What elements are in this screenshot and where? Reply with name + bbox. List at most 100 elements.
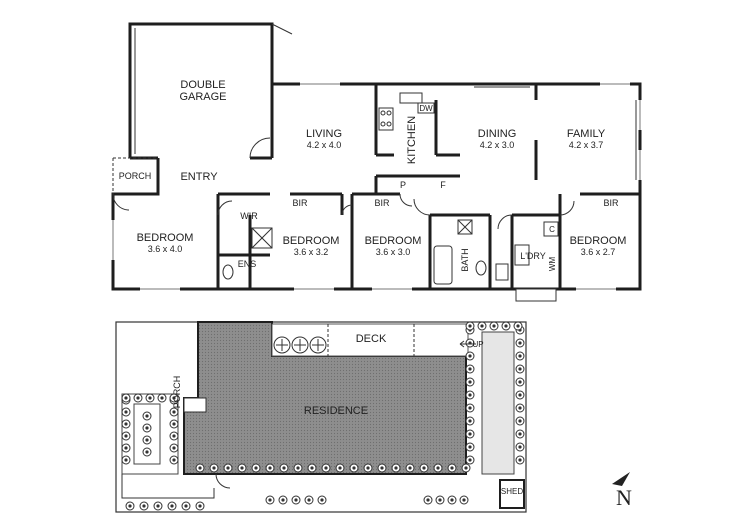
bath-fixtures	[433, 219, 487, 285]
shrub-marker-core	[394, 466, 398, 470]
shed-label: SHED	[501, 487, 523, 496]
shrub-marker-core	[464, 466, 468, 470]
living-label: LIVING	[306, 128, 342, 140]
shrub-marker-core	[366, 466, 370, 470]
bedroom1-label: BEDROOM	[137, 232, 194, 244]
shrub-marker-core	[148, 396, 152, 400]
shrub-marker-core	[468, 458, 472, 462]
shrub-marker-core	[518, 445, 522, 449]
door-swings	[112, 193, 575, 230]
shrub-marker-core	[145, 414, 149, 418]
bath-label: BATH	[460, 248, 470, 271]
shrub-marker-core	[124, 422, 128, 426]
shrub-marker-core	[468, 393, 472, 397]
shrub-marker-core	[172, 446, 176, 450]
shrub-marker-core	[128, 504, 132, 508]
shrub-marker-core	[352, 466, 356, 470]
shrub-marker-core	[518, 419, 522, 423]
dining-size: 4.2 x 3.0	[480, 140, 515, 150]
shrub-marker-core	[436, 466, 440, 470]
shrub-marker-core	[504, 324, 508, 328]
shrub-marker-core	[198, 466, 202, 470]
shrub-marker-core	[380, 466, 384, 470]
shrub-marker-core	[172, 434, 176, 438]
shrub-marker-core	[468, 354, 472, 358]
north-arrow: N	[612, 472, 632, 510]
shrub-marker-core	[170, 504, 174, 508]
shrub-marker-core	[124, 434, 128, 438]
bir-label-2: BIR	[374, 198, 390, 208]
shrub-marker-core	[518, 458, 522, 462]
shrub-marker-core	[281, 498, 285, 502]
shrub-marker-core	[124, 410, 128, 414]
site-porch	[183, 397, 207, 413]
deck-plants	[273, 336, 327, 354]
bedroom4-size: 3.6 x 2.7	[581, 247, 616, 257]
shrub-marker-core	[124, 446, 128, 450]
shrub-marker-core	[450, 498, 454, 502]
site-porch-label: PORCH	[172, 376, 182, 409]
shrub-marker-core	[518, 341, 522, 345]
shrub-marker-core	[160, 396, 164, 400]
shrub-marker-core	[307, 498, 311, 502]
dishwasher-label: DW	[419, 104, 433, 113]
site-shrubs	[121, 321, 525, 511]
kitchen-fixtures	[378, 92, 435, 131]
house-outline	[111, 82, 642, 291]
shrub-marker-core	[156, 504, 160, 508]
up-label: UP	[472, 340, 483, 349]
shrub-marker-core	[438, 498, 442, 502]
fridge-label: F	[440, 180, 446, 190]
family-size: 4.2 x 3.7	[569, 140, 604, 150]
shrub-marker-core	[172, 458, 176, 462]
kitchen-label: KITCHEN	[406, 116, 418, 164]
shrub-marker-core	[480, 324, 484, 328]
washing-machine-label: WM	[548, 257, 557, 272]
family-label: FAMILY	[567, 128, 606, 140]
bedroom2-size: 3.6 x 3.2	[294, 247, 329, 257]
bedroom4-label: BEDROOM	[570, 235, 627, 247]
shrub-marker-core	[136, 396, 140, 400]
shrub-marker-core	[422, 466, 426, 470]
shrub-marker-core	[268, 466, 272, 470]
site-plan: DECK UP PORCH RESIDENCE SHED	[115, 321, 527, 513]
garage-label-line2: GARAGE	[179, 91, 226, 103]
pantry-label: P	[400, 180, 406, 190]
shrub-marker-core	[518, 354, 522, 358]
ensuite-label: ENS	[238, 259, 257, 269]
shrub-marker-core	[426, 498, 430, 502]
bir-label-1: BIR	[292, 198, 308, 208]
entry-label: ENTRY	[180, 171, 218, 183]
shrub-marker-core	[268, 498, 272, 502]
shrub-marker-core	[518, 432, 522, 436]
bedroom1-size: 3.6 x 4.0	[148, 244, 183, 254]
shrub-marker-core	[172, 396, 176, 400]
shrub-marker-core	[240, 466, 244, 470]
shrub-marker-core	[296, 466, 300, 470]
shrub-marker-core	[172, 422, 176, 426]
ensuite-fixtures	[222, 227, 273, 280]
shrub-marker-core	[518, 406, 522, 410]
shrub-marker-core	[282, 466, 286, 470]
shrub-marker-core	[184, 504, 188, 508]
shrub-marker-core	[310, 466, 314, 470]
laundry-label: L'DRY	[520, 251, 546, 261]
cupboard-label: C	[549, 225, 555, 234]
laundry-fixtures	[495, 221, 559, 302]
site-boundary	[115, 321, 527, 513]
windows	[111, 82, 642, 291]
shrub-marker-core	[468, 445, 472, 449]
north-arrow-icon	[612, 472, 630, 486]
porch-label: PORCH	[119, 171, 152, 181]
shrub-marker-core	[124, 458, 128, 462]
shrub-marker-core	[518, 367, 522, 371]
dining-label: DINING	[478, 128, 517, 140]
shrub-marker-core	[254, 466, 258, 470]
interior-walls	[216, 84, 640, 289]
shrub-marker-core	[226, 466, 230, 470]
shrub-marker-core	[516, 324, 520, 328]
shrub-marker-core	[172, 410, 176, 414]
shrub-marker-core	[320, 498, 324, 502]
shrub-marker-core	[468, 324, 472, 328]
